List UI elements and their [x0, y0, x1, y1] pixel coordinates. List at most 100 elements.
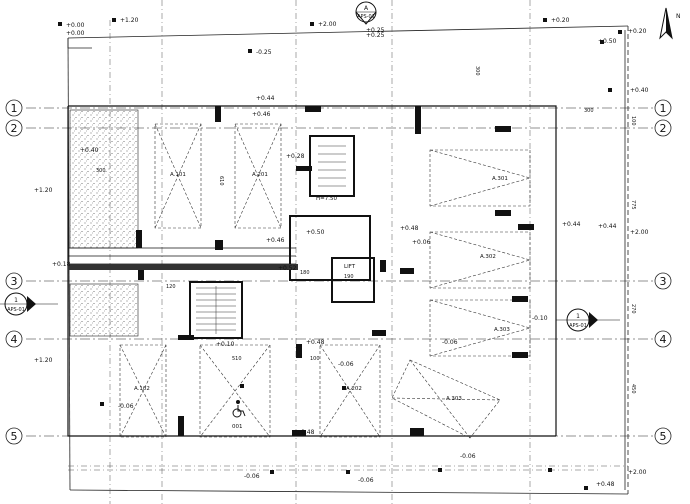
stippled-area-upper: [69, 109, 139, 249]
level-mark: +0.48: [400, 225, 419, 232]
dim-label: 300: [474, 66, 480, 76]
section-mark-top: A APS-01: [355, 1, 377, 25]
level-mark: +2.00: [318, 21, 337, 28]
grid-label-3-right: 3: [660, 275, 667, 288]
dim-label: 180: [300, 270, 310, 276]
grid-bubble-3-left: [5, 272, 23, 290]
level-mark: +0.44: [256, 95, 275, 102]
level-mark: +0.28: [286, 153, 305, 160]
dim-label: 510: [232, 356, 242, 362]
room-label-a302: A.302: [480, 254, 496, 260]
level-mark: +0.00: [66, 22, 85, 29]
grid-bubble-2-right: [654, 119, 672, 137]
level-mark: +0.40: [80, 147, 99, 154]
level-marks: +0.00 +0.00 +1.20 +2.00 +0.25 +0.25 +0.2…: [34, 17, 649, 488]
level-mark: -0.06: [338, 361, 354, 368]
level-mark: +0.48: [296, 429, 315, 436]
room-label-a102: A.102: [134, 386, 150, 392]
grid-label-2-left: 2: [11, 122, 18, 135]
level-mark: +0.00: [66, 30, 85, 37]
level-mark: -0.06: [442, 339, 458, 346]
level-mark: +0.48: [596, 481, 615, 488]
grid-label-4-right: 4: [660, 333, 667, 346]
level-mark: +0.40: [630, 87, 649, 94]
level-mark: +0.18: [52, 261, 71, 268]
level-mark: +0.20: [551, 17, 570, 24]
dim-label: 100: [630, 116, 636, 126]
dim-label: 300: [584, 108, 594, 114]
level-mark: -0.06: [358, 477, 374, 484]
grid-bubble-3-right: [654, 272, 672, 290]
grid-bubble-5-left: [5, 427, 23, 445]
level-mark: +0.10: [216, 341, 235, 348]
section-mark-top-label: A: [364, 5, 369, 12]
level-mark: +0.50: [598, 38, 617, 45]
dim-label: 190: [344, 274, 354, 280]
level-mark: +1.20: [120, 17, 139, 24]
dim-label: 270: [630, 304, 636, 314]
level-mark: -0.25: [256, 49, 272, 56]
grid-label-1-right: 1: [660, 102, 667, 115]
level-mark: +0.50: [306, 229, 325, 236]
room-label-a303-right: A.303: [494, 327, 510, 333]
stippled-area-lower: [69, 283, 139, 337]
grid-label-5-right: 5: [660, 430, 667, 443]
dim-label: 100: [310, 356, 320, 362]
level-mark: +2.00: [628, 469, 647, 476]
section-mark-right: 1 APS-01: [556, 308, 620, 332]
level-mark: +0.44: [562, 221, 581, 228]
dimension-labels: 300 610 300 300 100 775 270 450 190 180 …: [96, 66, 636, 394]
level-mark: +0.06: [412, 239, 431, 246]
section-mark-left-label: 1: [14, 297, 18, 304]
level-mark: +1.20: [34, 357, 53, 364]
level-mark: +2.00: [630, 229, 649, 236]
grid-bubble-5-right: [654, 427, 672, 445]
parking-bays: [119, 123, 532, 439]
section-mark-right-ref: APS-01: [569, 323, 587, 329]
level-mark: -0.06: [118, 403, 134, 410]
level-mark: +0.46: [266, 237, 285, 244]
section-mark-right-label: 1: [576, 313, 580, 320]
level-mark: +0.48: [306, 339, 325, 346]
grid-bubble-2-left: [5, 119, 23, 137]
grid-bubble-1-right: [654, 99, 672, 117]
grid-label-3-left: 3: [11, 275, 18, 288]
grid-label-4-left: 4: [11, 333, 18, 346]
room-label-a201: A.201: [252, 172, 268, 178]
grid-bubbles-right: 1 2 3 4 5: [654, 99, 672, 445]
room-labels: A.101 A.201 A.301 A.302 A.303 A.303 A.10…: [134, 172, 510, 430]
grid-bubbles-left: 1 2 3 4 5: [5, 99, 23, 445]
site-boundary: [67, 25, 629, 495]
lift-label: LIFT: [344, 264, 356, 270]
grid-label-1-left: 1: [11, 102, 18, 115]
wall-band: [68, 264, 298, 270]
height-label: H=7.50: [316, 196, 337, 202]
dim-label: 450: [630, 384, 636, 394]
north-arrow-icon: N: [659, 7, 681, 40]
structural-columns: [136, 106, 534, 436]
level-mark: -0.06: [244, 473, 260, 480]
level-mark: +0.52: [278, 265, 297, 272]
dim-label: 610: [218, 176, 224, 186]
spot-dots: [58, 18, 622, 490]
room-label-a202: A.202: [346, 386, 362, 392]
section-mark-left-ref: APS-01: [7, 307, 25, 313]
grid-label-5-left: 5: [11, 430, 18, 443]
section-mark-top-ref: APS-01: [357, 14, 375, 20]
dim-label: 120: [166, 284, 176, 290]
grid-label-2-right: 2: [660, 122, 667, 135]
level-mark: +1.20: [34, 187, 53, 194]
stair-treads: [196, 145, 346, 334]
level-mark: +0.46: [252, 111, 271, 118]
dim-label: 775: [630, 200, 636, 210]
room-label-a101: A.101: [170, 172, 186, 178]
level-mark: +0.25: [366, 27, 385, 34]
room-label-a303-lower: A.303: [446, 396, 462, 402]
dim-label: 300: [96, 168, 106, 174]
north-label: N: [676, 13, 681, 20]
level-mark: +0.44: [598, 223, 617, 230]
grid-bubble-1-left: [5, 99, 23, 117]
level-mark: -0.10: [532, 315, 548, 322]
grid-bubble-4-left: [5, 330, 23, 348]
